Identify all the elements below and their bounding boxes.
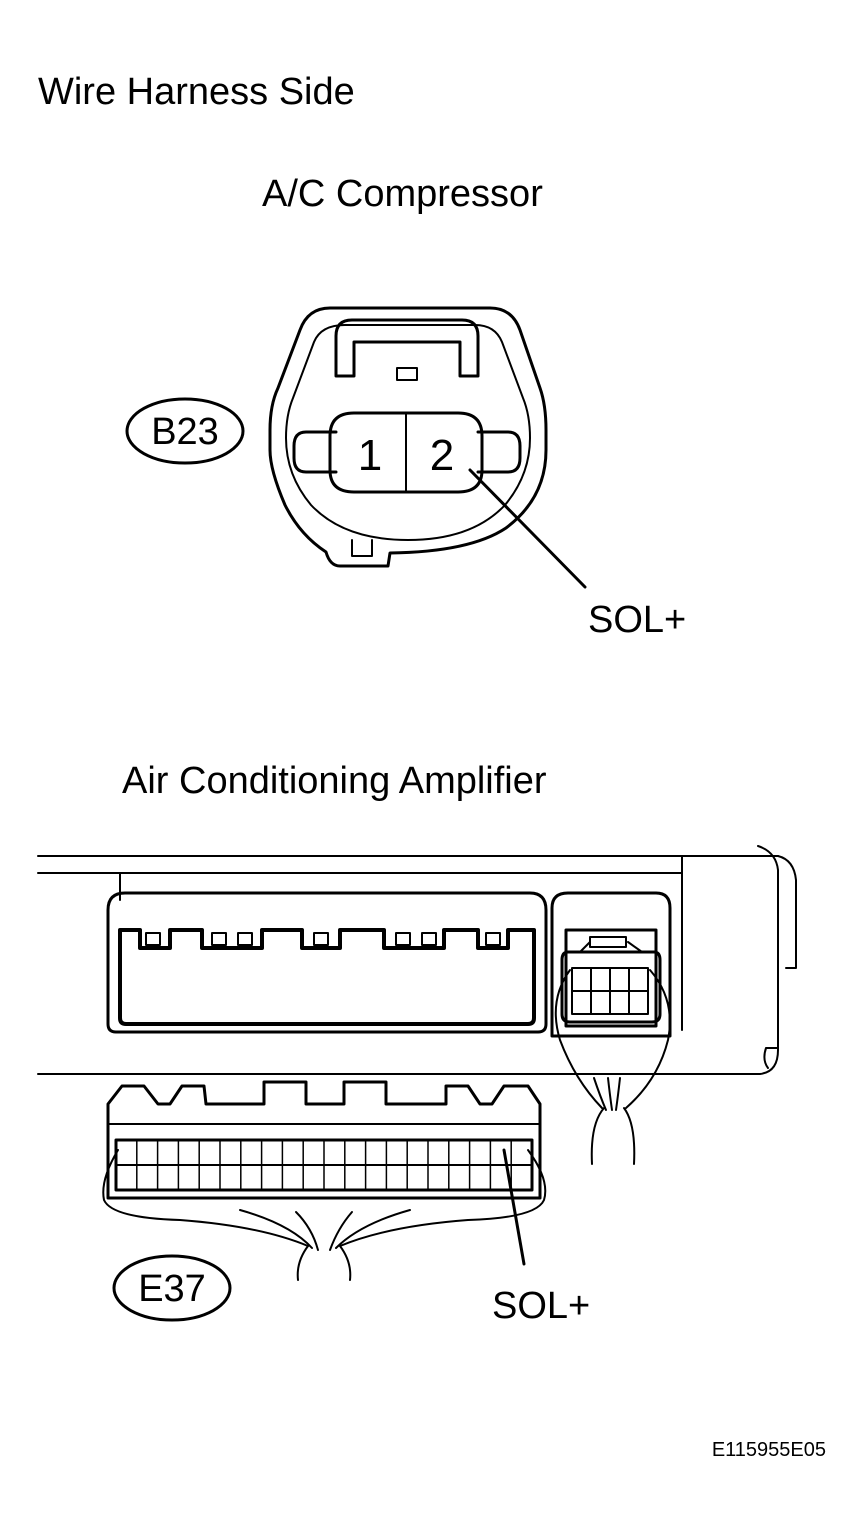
e37-pin-grid	[136, 1139, 512, 1191]
b23-pin-1-label: 1	[358, 431, 382, 480]
e37-connector	[102, 1080, 547, 1281]
figure-code: E115955E05	[712, 1439, 826, 1461]
e37-id-badge: E37	[112, 1254, 232, 1322]
b23-id-badge: B23	[125, 397, 245, 465]
ac-compressor-section: A/C Compressor 1 2 B23 SOL+	[125, 173, 686, 641]
e37-id-label: E37	[138, 1268, 206, 1310]
amplifier-small-socket	[550, 891, 672, 1165]
e37-sol-label: SOL+	[492, 1285, 590, 1327]
amplifier-section: Air Conditioning Amplifier	[37, 760, 797, 1327]
b23-id-label: B23	[151, 411, 219, 453]
b23-pin-2-label: 2	[430, 431, 454, 480]
amplifier-case	[37, 845, 797, 1075]
amplifier-heading: Air Conditioning Amplifier	[122, 760, 547, 802]
e37-sol-leader-line	[502, 1148, 526, 1266]
amplifier-main-socket	[106, 891, 548, 1034]
compressor-heading: A/C Compressor	[262, 173, 543, 215]
diagram-title: Wire Harness Side	[38, 71, 355, 113]
b23-sol-label: SOL+	[588, 599, 686, 641]
b23-connector: 1 2	[268, 306, 548, 568]
b23-sol-leader-line	[468, 468, 587, 589]
